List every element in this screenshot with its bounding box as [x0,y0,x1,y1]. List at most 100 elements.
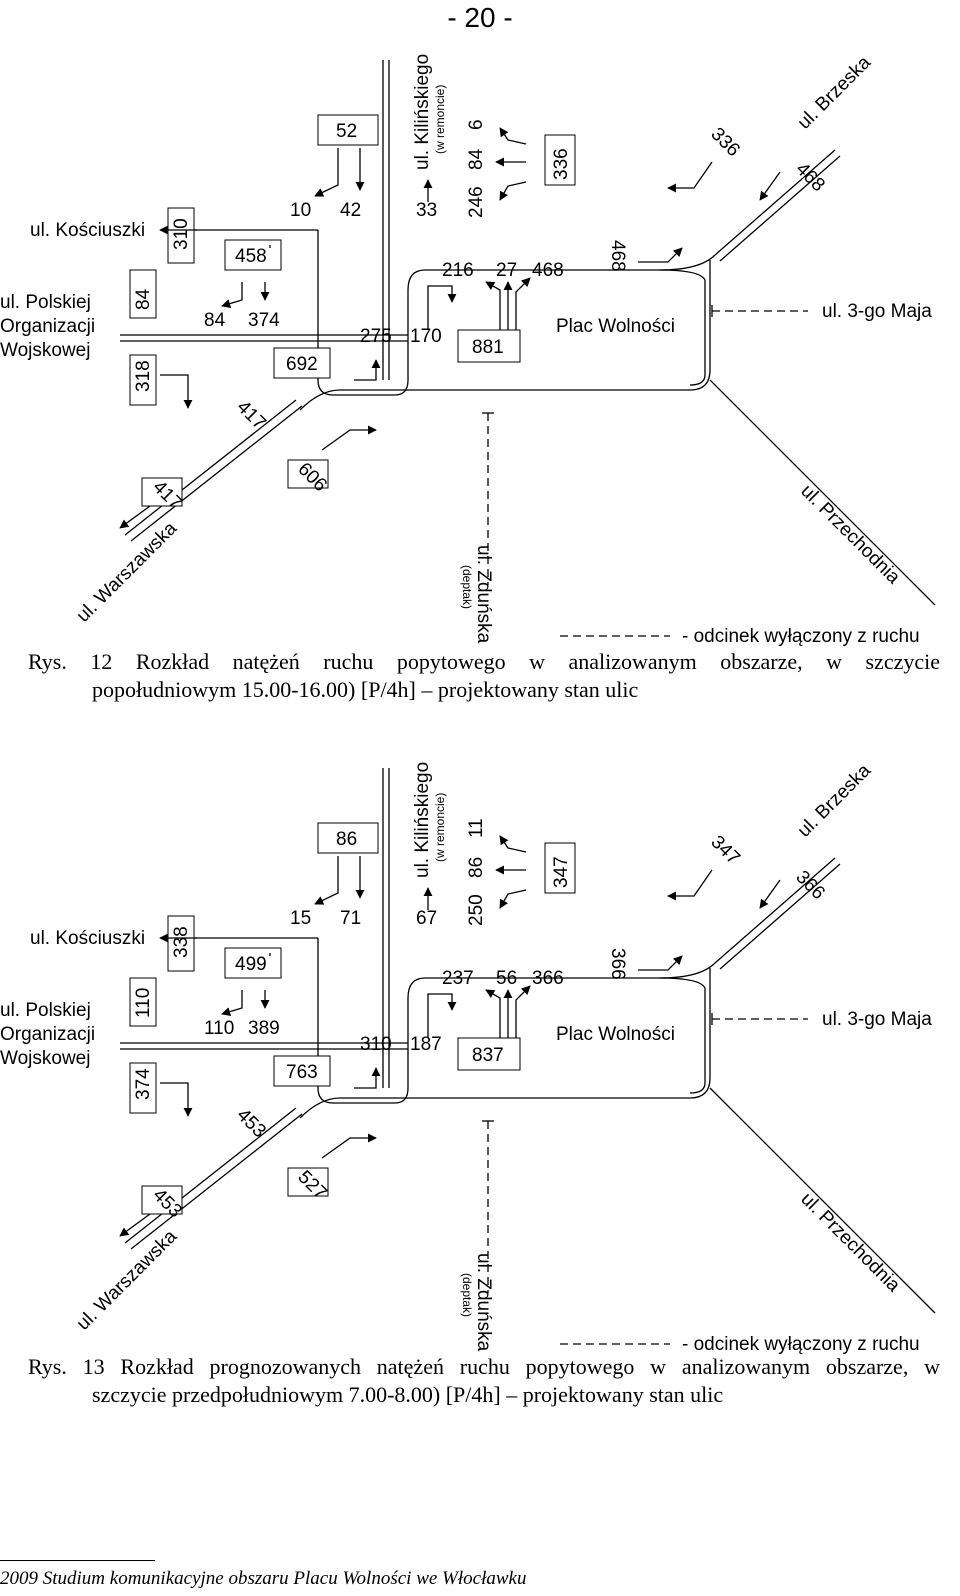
street-label-zdunska: ul. Zduńska [473,1253,494,1352]
flow-arrow [160,1082,193,1117]
flow-value: 27 [496,260,517,281]
road-line [299,260,711,411]
street-note-kilinskiego: (w remoncie) [433,793,447,862]
flow-arrow [515,985,531,1038]
street-label-brzeska: ul. Brzeska [794,52,876,134]
value-box [457,329,521,363]
flow-arrow [427,285,457,330]
street-label-polskiej: Wojskowej [0,340,90,361]
flow-value: 366 [791,867,828,904]
flow-value: 52 [336,121,357,142]
flow-value: 33 [416,200,437,221]
flow-value: 6 [466,119,487,130]
street-label-polskiej: Organizacji [0,1024,95,1045]
flow-value: 837 [472,1045,504,1066]
street-label-3-maja: ul. 3-go Maja [822,301,932,322]
value-box [129,269,157,319]
footer-rule [0,1560,155,1561]
flow-arrow [119,505,151,529]
page-number: - 20 - [447,2,513,33]
flow-value: 318 [133,360,154,392]
caption-line: szczycie przedpołudniowym 7.00-8.00) [P/… [92,1382,724,1407]
flow-value: 110 [204,1018,234,1039]
flow-arrow [667,869,713,901]
flow-value: 86 [336,829,357,850]
square-label-plac-wolnosci: Plac Wolności [556,316,675,337]
figure-caption-12: Rys. 12 Rozkład natężeń ruchu popytowego… [28,648,940,704]
flow-arrow [667,161,713,193]
road-line [719,863,841,970]
flow-value: 336 [551,148,572,180]
road-line [659,269,706,386]
flow-value: 170 [410,326,442,347]
flow-arrow [119,1213,151,1237]
street-note-kilinskiego: (w remoncie) [433,85,447,154]
value-box [129,977,157,1027]
value-box [141,477,183,507]
value-box [544,134,576,186]
flow-value: 86 [466,857,487,878]
flow-arrow [485,989,501,1038]
flow-value: 468 [791,159,828,196]
flow-value: 310 [360,1034,392,1055]
flow-value: 187 [410,1034,442,1055]
street-label-zdunska: ul. Zduńska [473,545,494,644]
flow-arrow [221,990,243,1017]
flow-value: 458 [235,246,267,267]
flow-arrow [321,425,377,451]
flow-value: 42 [340,200,361,221]
street-label-kilinskiego: ul. Kilińskiego [412,54,433,170]
road-line [709,1087,936,1314]
road-line [709,379,936,606]
flow-arrow [314,856,339,905]
road-line [714,149,836,256]
flow-value: 246 [466,186,487,218]
flow-arrow [160,374,193,409]
flow-value: 56 [496,968,517,989]
flow-value: 84 [466,148,487,170]
flow-value: 881 [472,337,504,358]
caption-line: popołudniowym 15.00-16.00) [P/4h] – proj… [92,677,639,702]
flow-value: 336 [706,124,743,161]
flow-value: 366 [532,968,564,989]
value-box [224,239,282,271]
street-label-polskiej: Organizacji [0,316,95,337]
flow-value: 84 [133,288,154,310]
value-box [287,459,329,489]
value-box [287,1167,329,1197]
street-label-kosciuszki: ul. Kościuszki [30,928,145,949]
value-box [317,114,379,146]
flow-arrow [499,181,527,201]
flow-arrow [515,277,531,330]
value-box [141,1185,183,1215]
flow-value: 453 [232,1105,269,1142]
caption-line: Rys. 12 Rozkład natężeń ruchu popytowego… [28,649,940,674]
flow-arrow [499,889,527,909]
flow-arrow [354,1067,381,1089]
flow-arrow [638,955,683,971]
flow-value: 347 [706,832,743,869]
caption-line: Rys. 13 Rozkład prognozowanych natężeń r… [28,1354,940,1379]
legend-text: - odcinek wyłączony z ruchu [682,1334,920,1355]
value-box [544,842,576,894]
value-box [273,347,331,379]
flow-value: 417 [232,397,269,434]
flow-arrow [314,148,339,197]
footer-text: 2009 Studium komunikacyjne obszaru Placu… [0,1568,527,1589]
flow-arrow [354,359,381,381]
street-label-polskiej: ul. Polskiej [0,292,91,313]
road-line [299,968,711,1119]
street-note-zdunska: (deptak) [460,565,474,609]
flow-value: 468 [607,240,628,272]
flow-value: 374 [248,310,280,331]
road-line [124,1107,297,1244]
value-box [129,354,157,406]
flow-value: 84 [204,310,226,331]
legend-text: - odcinek wyłączony z ruchu [682,626,920,647]
road-line [124,399,297,536]
flow-value: 468 [532,260,564,281]
flow-value: 366 [607,948,628,980]
